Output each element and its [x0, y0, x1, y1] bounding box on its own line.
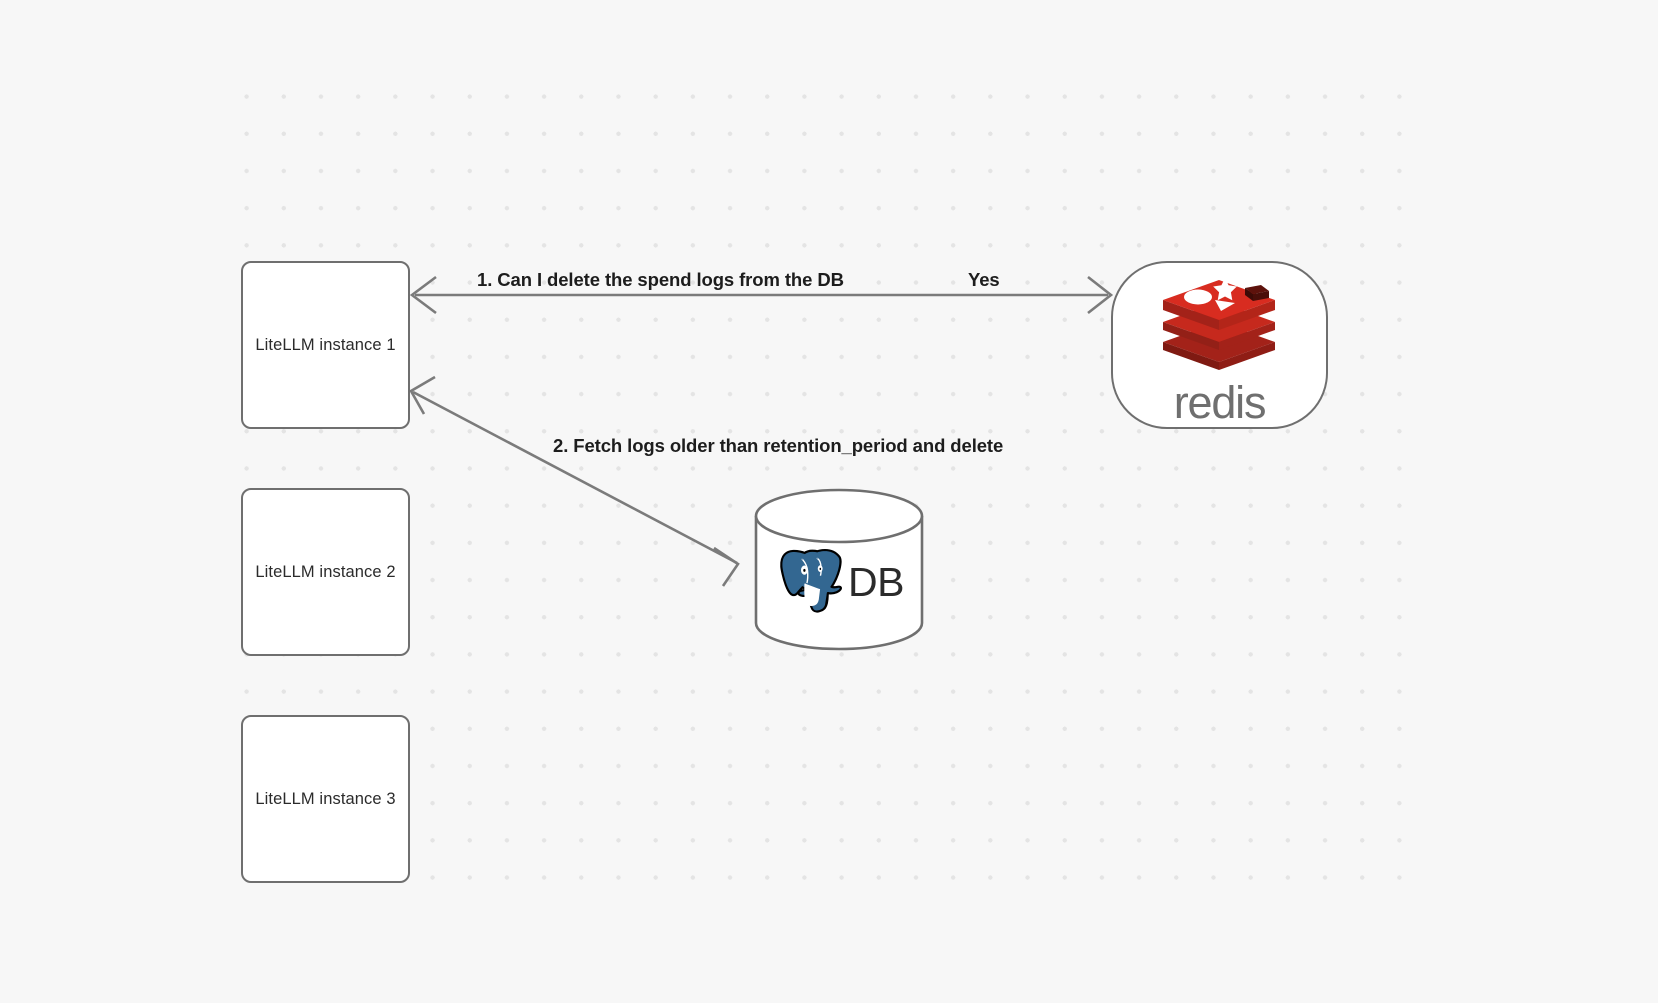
edge-label-fetch-delete: 2. Fetch logs older than retention_perio… [553, 435, 1004, 456]
edge-db-instance1 [409, 375, 740, 587]
cylinder-shape-icon [754, 488, 924, 651]
postgresql-elephant-icon [780, 548, 842, 613]
edge-label-question: 1. Can I delete the spend logs from the … [477, 269, 844, 290]
db-label: DB [848, 559, 904, 605]
redis-logo-icon [1162, 277, 1275, 370]
node-litellm-instance-1[interactable]: LiteLLM instance 1 [241, 261, 410, 429]
node-redis[interactable]: redis [1111, 261, 1328, 429]
node-label: LiteLLM instance 3 [255, 789, 396, 808]
node-litellm-instance-2[interactable]: LiteLLM instance 2 [241, 488, 410, 656]
redis-wordmark: redis [1173, 376, 1267, 428]
node-label: LiteLLM instance 1 [255, 335, 396, 354]
node-litellm-instance-3[interactable]: LiteLLM instance 3 [241, 715, 410, 883]
node-database[interactable]: DB [753, 488, 925, 651]
db-content: DB [753, 488, 925, 651]
edge-label-answer: Yes [968, 269, 1000, 290]
node-label: LiteLLM instance 2 [255, 562, 396, 581]
